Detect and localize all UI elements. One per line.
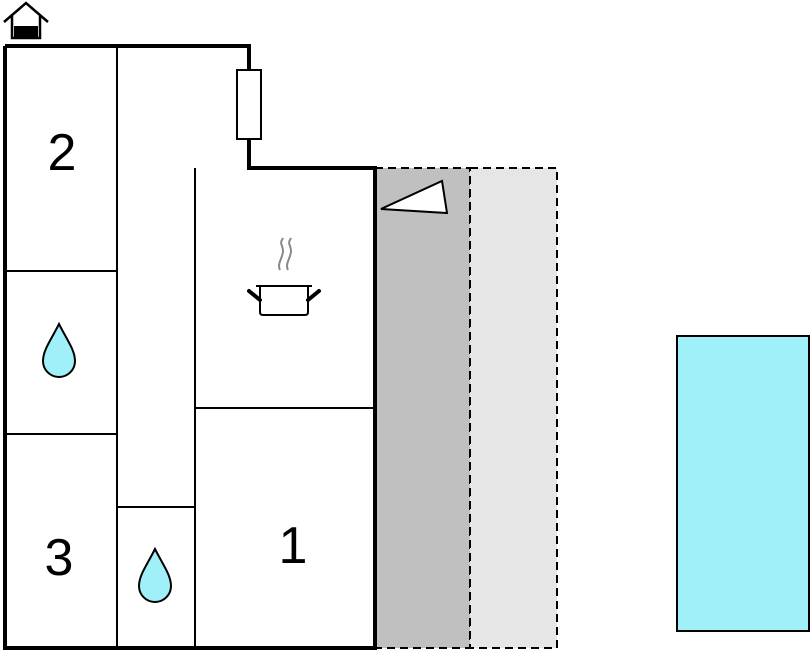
interior-walls <box>5 46 375 648</box>
terrace-marker-icon <box>380 179 449 215</box>
terrace-open <box>469 167 558 649</box>
water-drop-icon <box>41 321 77 378</box>
room-label-1: 1 <box>279 517 308 575</box>
terrace-covered <box>374 167 471 649</box>
room-label-3: 3 <box>45 529 74 587</box>
entrance-door <box>236 69 262 140</box>
cooking-pot-icon <box>247 237 321 316</box>
room-label-2: 2 <box>48 124 77 182</box>
water-drop-icon <box>137 546 173 603</box>
swimming-pool <box>676 335 810 632</box>
house-entrance-icon <box>3 1 49 40</box>
